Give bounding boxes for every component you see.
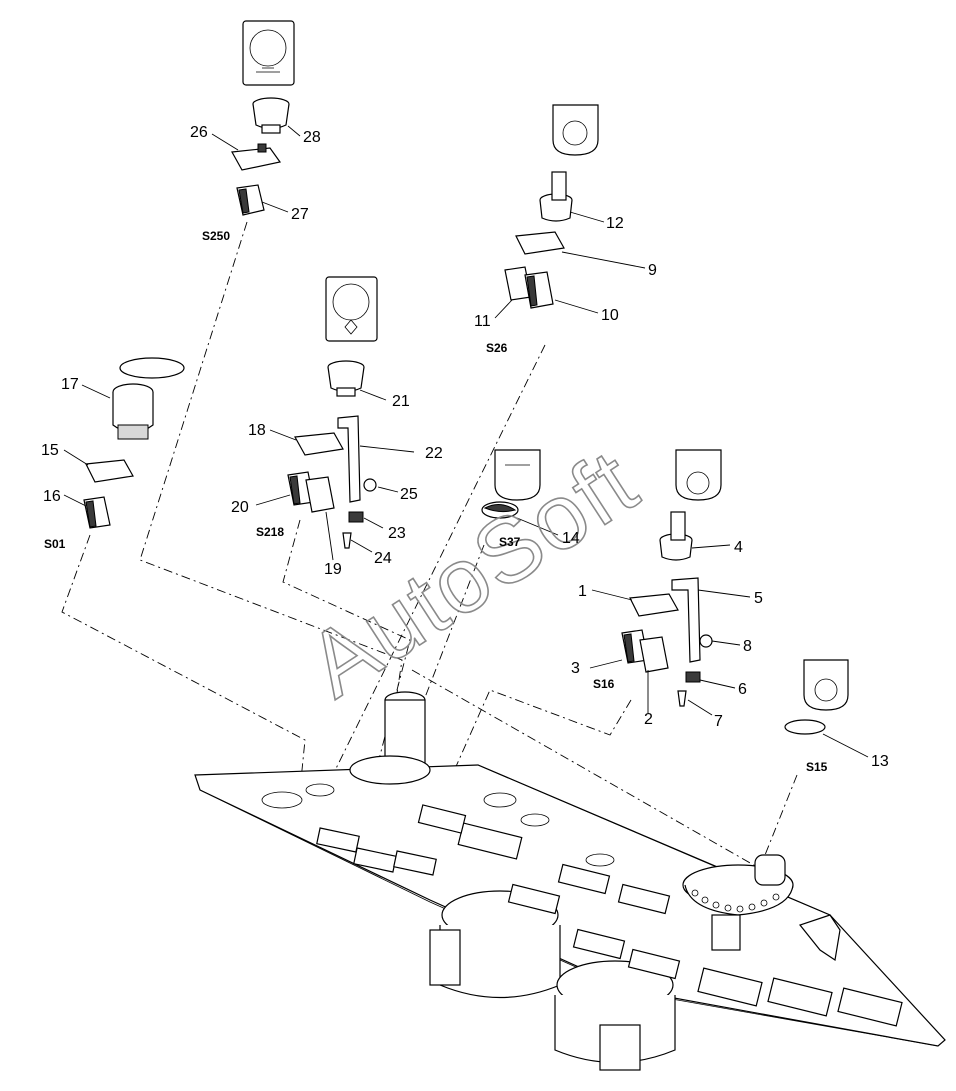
part-20-19-contact-blocks xyxy=(287,471,335,513)
watermark-text: AutoSoft xyxy=(290,430,655,716)
part-13-cap xyxy=(784,719,826,735)
control-panel-plate xyxy=(194,691,946,1071)
callout-27: 27 xyxy=(291,206,309,223)
label-s15: S15 xyxy=(806,760,828,774)
knob-ring-holes xyxy=(691,889,780,913)
part-6-clip xyxy=(685,671,701,683)
part-15-adapter xyxy=(85,459,134,483)
callout-20: 20 xyxy=(231,499,249,516)
label-plate-s26 xyxy=(552,104,599,156)
part-23-clip xyxy=(348,511,364,523)
part-12-selector xyxy=(539,171,573,222)
callout-5: 5 xyxy=(754,590,763,607)
part-9-adapter xyxy=(515,231,565,255)
part-16-contact-block xyxy=(83,496,111,529)
callout-24: 24 xyxy=(374,550,392,567)
part-1-adapter xyxy=(629,593,679,617)
label-s01: S01 xyxy=(44,537,66,551)
callout-8: 8 xyxy=(743,638,752,655)
label-plate-s218 xyxy=(325,276,378,342)
callout-25: 25 xyxy=(400,486,418,503)
callout-12: 12 xyxy=(606,215,624,232)
part-4-selector xyxy=(659,511,693,561)
label-plate-s37 xyxy=(494,449,541,501)
label-s218: S218 xyxy=(256,525,284,539)
callout-21: 21 xyxy=(392,393,410,410)
callout-18: 18 xyxy=(248,422,266,439)
callout-28: 28 xyxy=(303,129,321,146)
part-17-mushroom-button xyxy=(112,357,185,440)
callout-22: 22 xyxy=(425,445,443,462)
callout-16: 16 xyxy=(43,488,61,505)
label-s250: S250 xyxy=(202,229,230,243)
leader-lines xyxy=(63,125,869,758)
callout-6: 6 xyxy=(738,681,747,698)
label-s26: S26 xyxy=(486,341,508,355)
part-7-screw xyxy=(677,690,687,707)
part-5-bracket xyxy=(671,577,701,663)
part-25-nut xyxy=(363,478,377,492)
part-28-pushbutton-head xyxy=(252,97,290,134)
panel-cutouts xyxy=(261,783,903,1027)
callout-23: 23 xyxy=(388,525,406,542)
part-27-contact-block xyxy=(236,184,265,216)
callout-17: 17 xyxy=(61,376,79,393)
part-18-adapter xyxy=(294,432,344,456)
label-s16: S16 xyxy=(593,677,615,691)
part-number-callouts: 28 26 27 12 9 10 11 21 17 18 22 15 25 16… xyxy=(41,124,889,770)
callout-3: 3 xyxy=(571,660,580,677)
callout-9: 9 xyxy=(648,262,657,279)
part-22-bracket xyxy=(337,415,361,503)
label-plate-s250 xyxy=(242,20,295,86)
part-21-pushbutton xyxy=(327,360,365,397)
part-3-2-contact-blocks xyxy=(621,629,669,673)
label-plate-s16 xyxy=(675,449,722,501)
callout-13: 13 xyxy=(871,753,889,770)
callout-19: 19 xyxy=(324,561,342,578)
callout-7: 7 xyxy=(714,713,723,730)
part-24-screw xyxy=(342,532,352,549)
part-14-lever xyxy=(481,501,519,519)
part-26-adapter xyxy=(231,143,282,171)
callout-2: 2 xyxy=(644,711,653,728)
callout-1: 1 xyxy=(578,583,587,600)
part-8-nut xyxy=(699,634,713,648)
callout-26: 26 xyxy=(190,124,208,141)
switch-labels: S250 S26 S218 S37 S01 S16 S15 xyxy=(44,229,828,774)
label-s37: S37 xyxy=(499,535,521,549)
callout-15: 15 xyxy=(41,442,59,459)
callout-11: 11 xyxy=(474,313,491,330)
callout-10: 10 xyxy=(601,307,619,324)
label-plate-s15 xyxy=(803,659,849,711)
callout-14: 14 xyxy=(562,530,580,547)
callout-4: 4 xyxy=(734,539,743,556)
part-10-11-contact-blocks xyxy=(504,266,554,309)
